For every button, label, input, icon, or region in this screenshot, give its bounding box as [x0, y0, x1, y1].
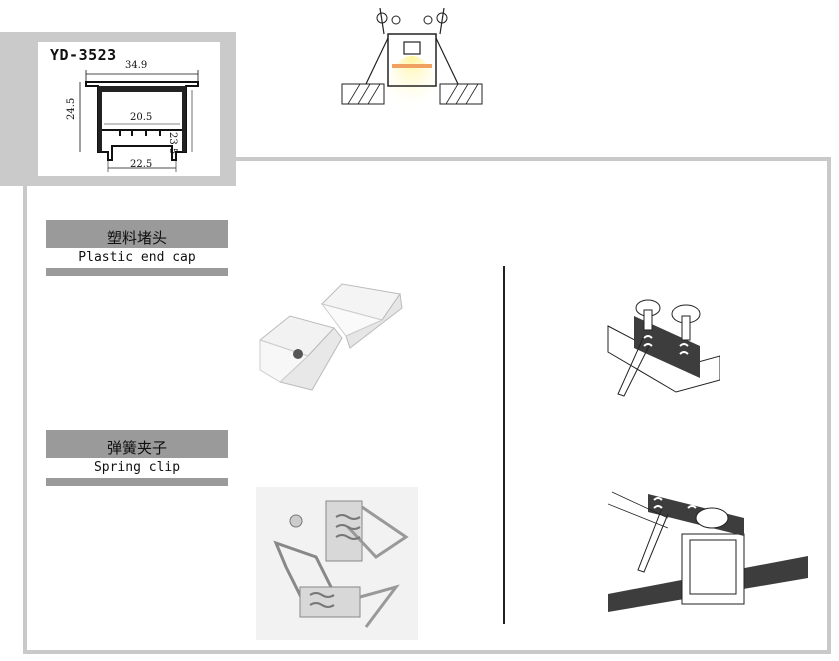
dim-bottom-width: 22.5 — [130, 159, 153, 170]
clip-detail-diagram-top — [607, 299, 720, 397]
label-spring-clip: 弹簧夹子 Spring clip — [46, 430, 228, 486]
label-plastic-end-cap: 塑料堵头 Plastic end cap — [46, 220, 228, 276]
label-cn: 弹簧夹子 — [106, 439, 167, 457]
section-divider — [503, 266, 505, 624]
label-cn: 塑料堵头 — [106, 229, 167, 247]
spring-clip-photo — [256, 487, 418, 640]
dim-inner-width: 20.5 — [130, 112, 153, 123]
clip-detail-diagram-installed — [608, 491, 808, 612]
end-cap-image — [258, 283, 403, 391]
spec-card — [38, 42, 220, 176]
label-en: Plastic end cap — [46, 248, 228, 268]
installation-diagram — [341, 7, 483, 128]
profile-cross-section-drawing — [79, 70, 199, 172]
dim-top-width: 34.9 — [125, 60, 148, 71]
dim-inner-height: 23.5 — [167, 132, 178, 155]
label-en: Spring clip — [46, 458, 228, 478]
model-number: YD-3523 — [50, 46, 117, 64]
dim-total-height: 24.5 — [66, 97, 77, 120]
